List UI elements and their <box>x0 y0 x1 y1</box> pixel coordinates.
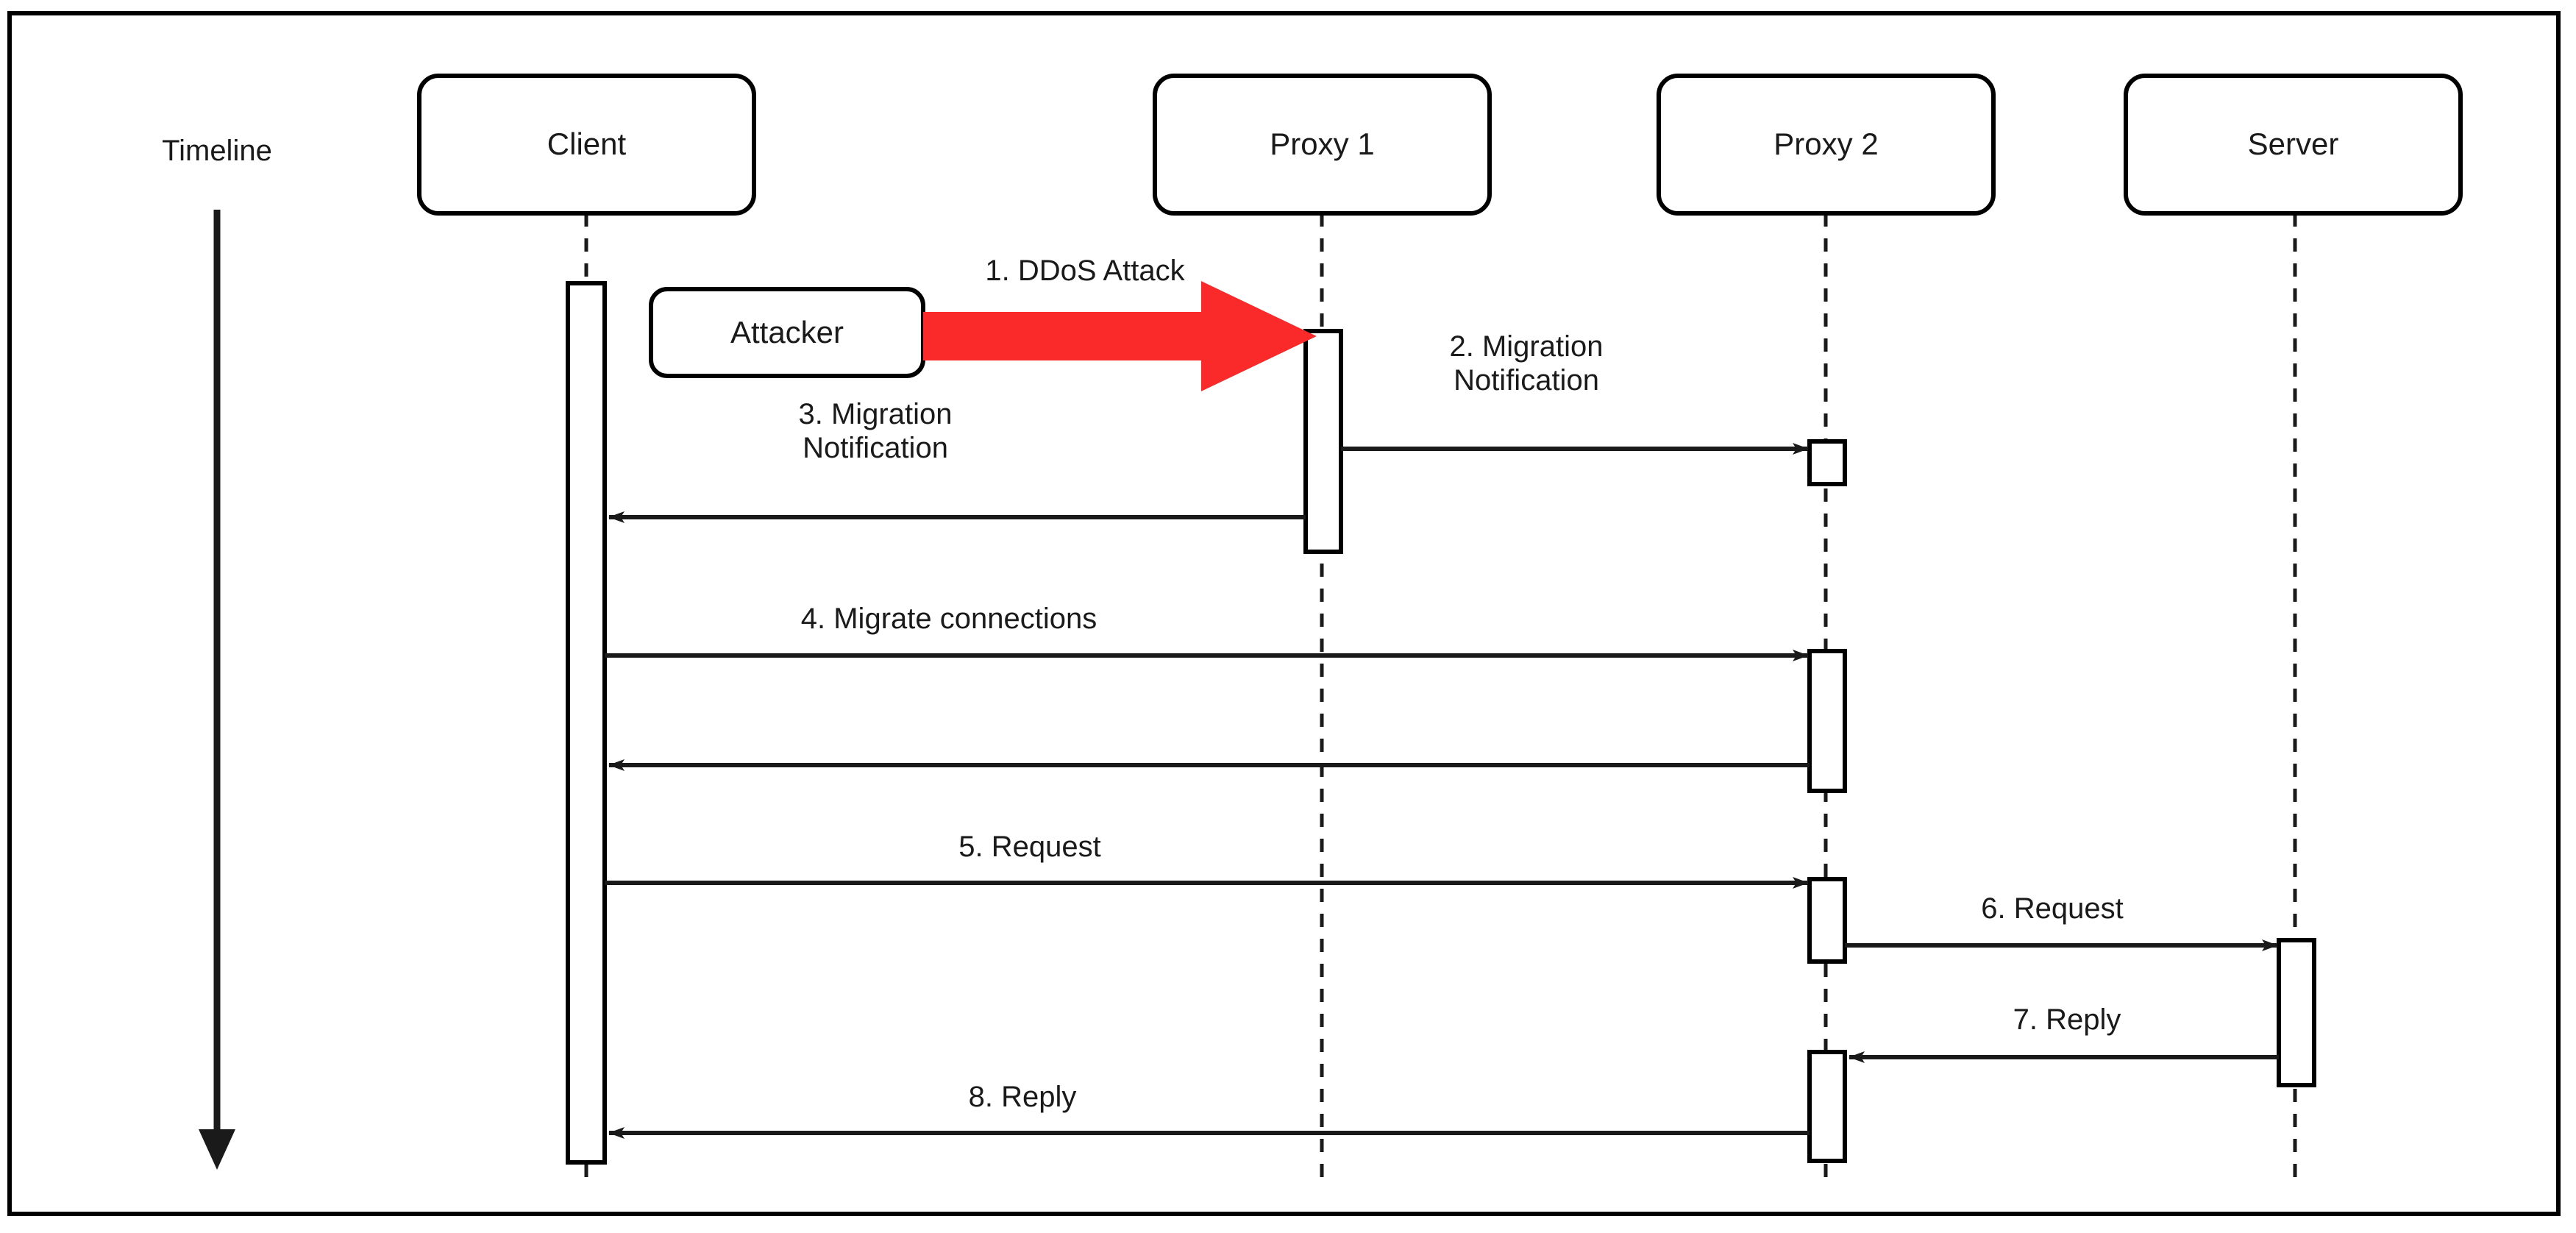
actor-label-attacker: Attacker <box>730 315 844 349</box>
timeline-arrow-icon <box>199 210 235 1170</box>
message-label-2: 2. Migration Notification <box>1449 330 1604 397</box>
message-arrow-1-ddos-attack <box>923 281 1317 391</box>
participant-label-server: Server <box>2247 127 2339 161</box>
message-label-3: 3. Migration Notification <box>798 398 953 464</box>
participant-box-server[interactable] <box>2124 74 2463 216</box>
activation-bar-proxy2-3 <box>1807 877 1847 964</box>
participant-label-client: Client <box>547 127 627 161</box>
participant-box-proxy2[interactable] <box>1657 74 1996 216</box>
activation-bar-proxy2-4 <box>1807 1050 1847 1163</box>
message-label-6: 6. Request <box>1981 892 2124 925</box>
activation-bar-proxy1 <box>1303 329 1343 554</box>
activation-bar-proxy2-2 <box>1807 649 1847 793</box>
participant-box-client[interactable] <box>417 74 756 216</box>
participant-label-proxy1: Proxy 1 <box>1270 127 1375 161</box>
activation-bar-proxy2-1 <box>1807 439 1847 486</box>
message-label-8: 8. Reply <box>968 1081 1077 1113</box>
message-label-7: 7. Reply <box>2013 1003 2121 1036</box>
message-label-5: 5. Request <box>958 831 1101 863</box>
activation-bar-server <box>2277 938 2316 1087</box>
message-label-1: 1. DDoS Attack <box>985 255 1185 287</box>
participant-box-proxy1[interactable] <box>1153 74 1492 216</box>
participant-label-proxy2: Proxy 2 <box>1773 127 1879 161</box>
activation-bar-client <box>566 281 607 1165</box>
timeline-label: Timeline <box>162 135 272 167</box>
message-label-4: 4. Migrate connections <box>800 603 1097 635</box>
